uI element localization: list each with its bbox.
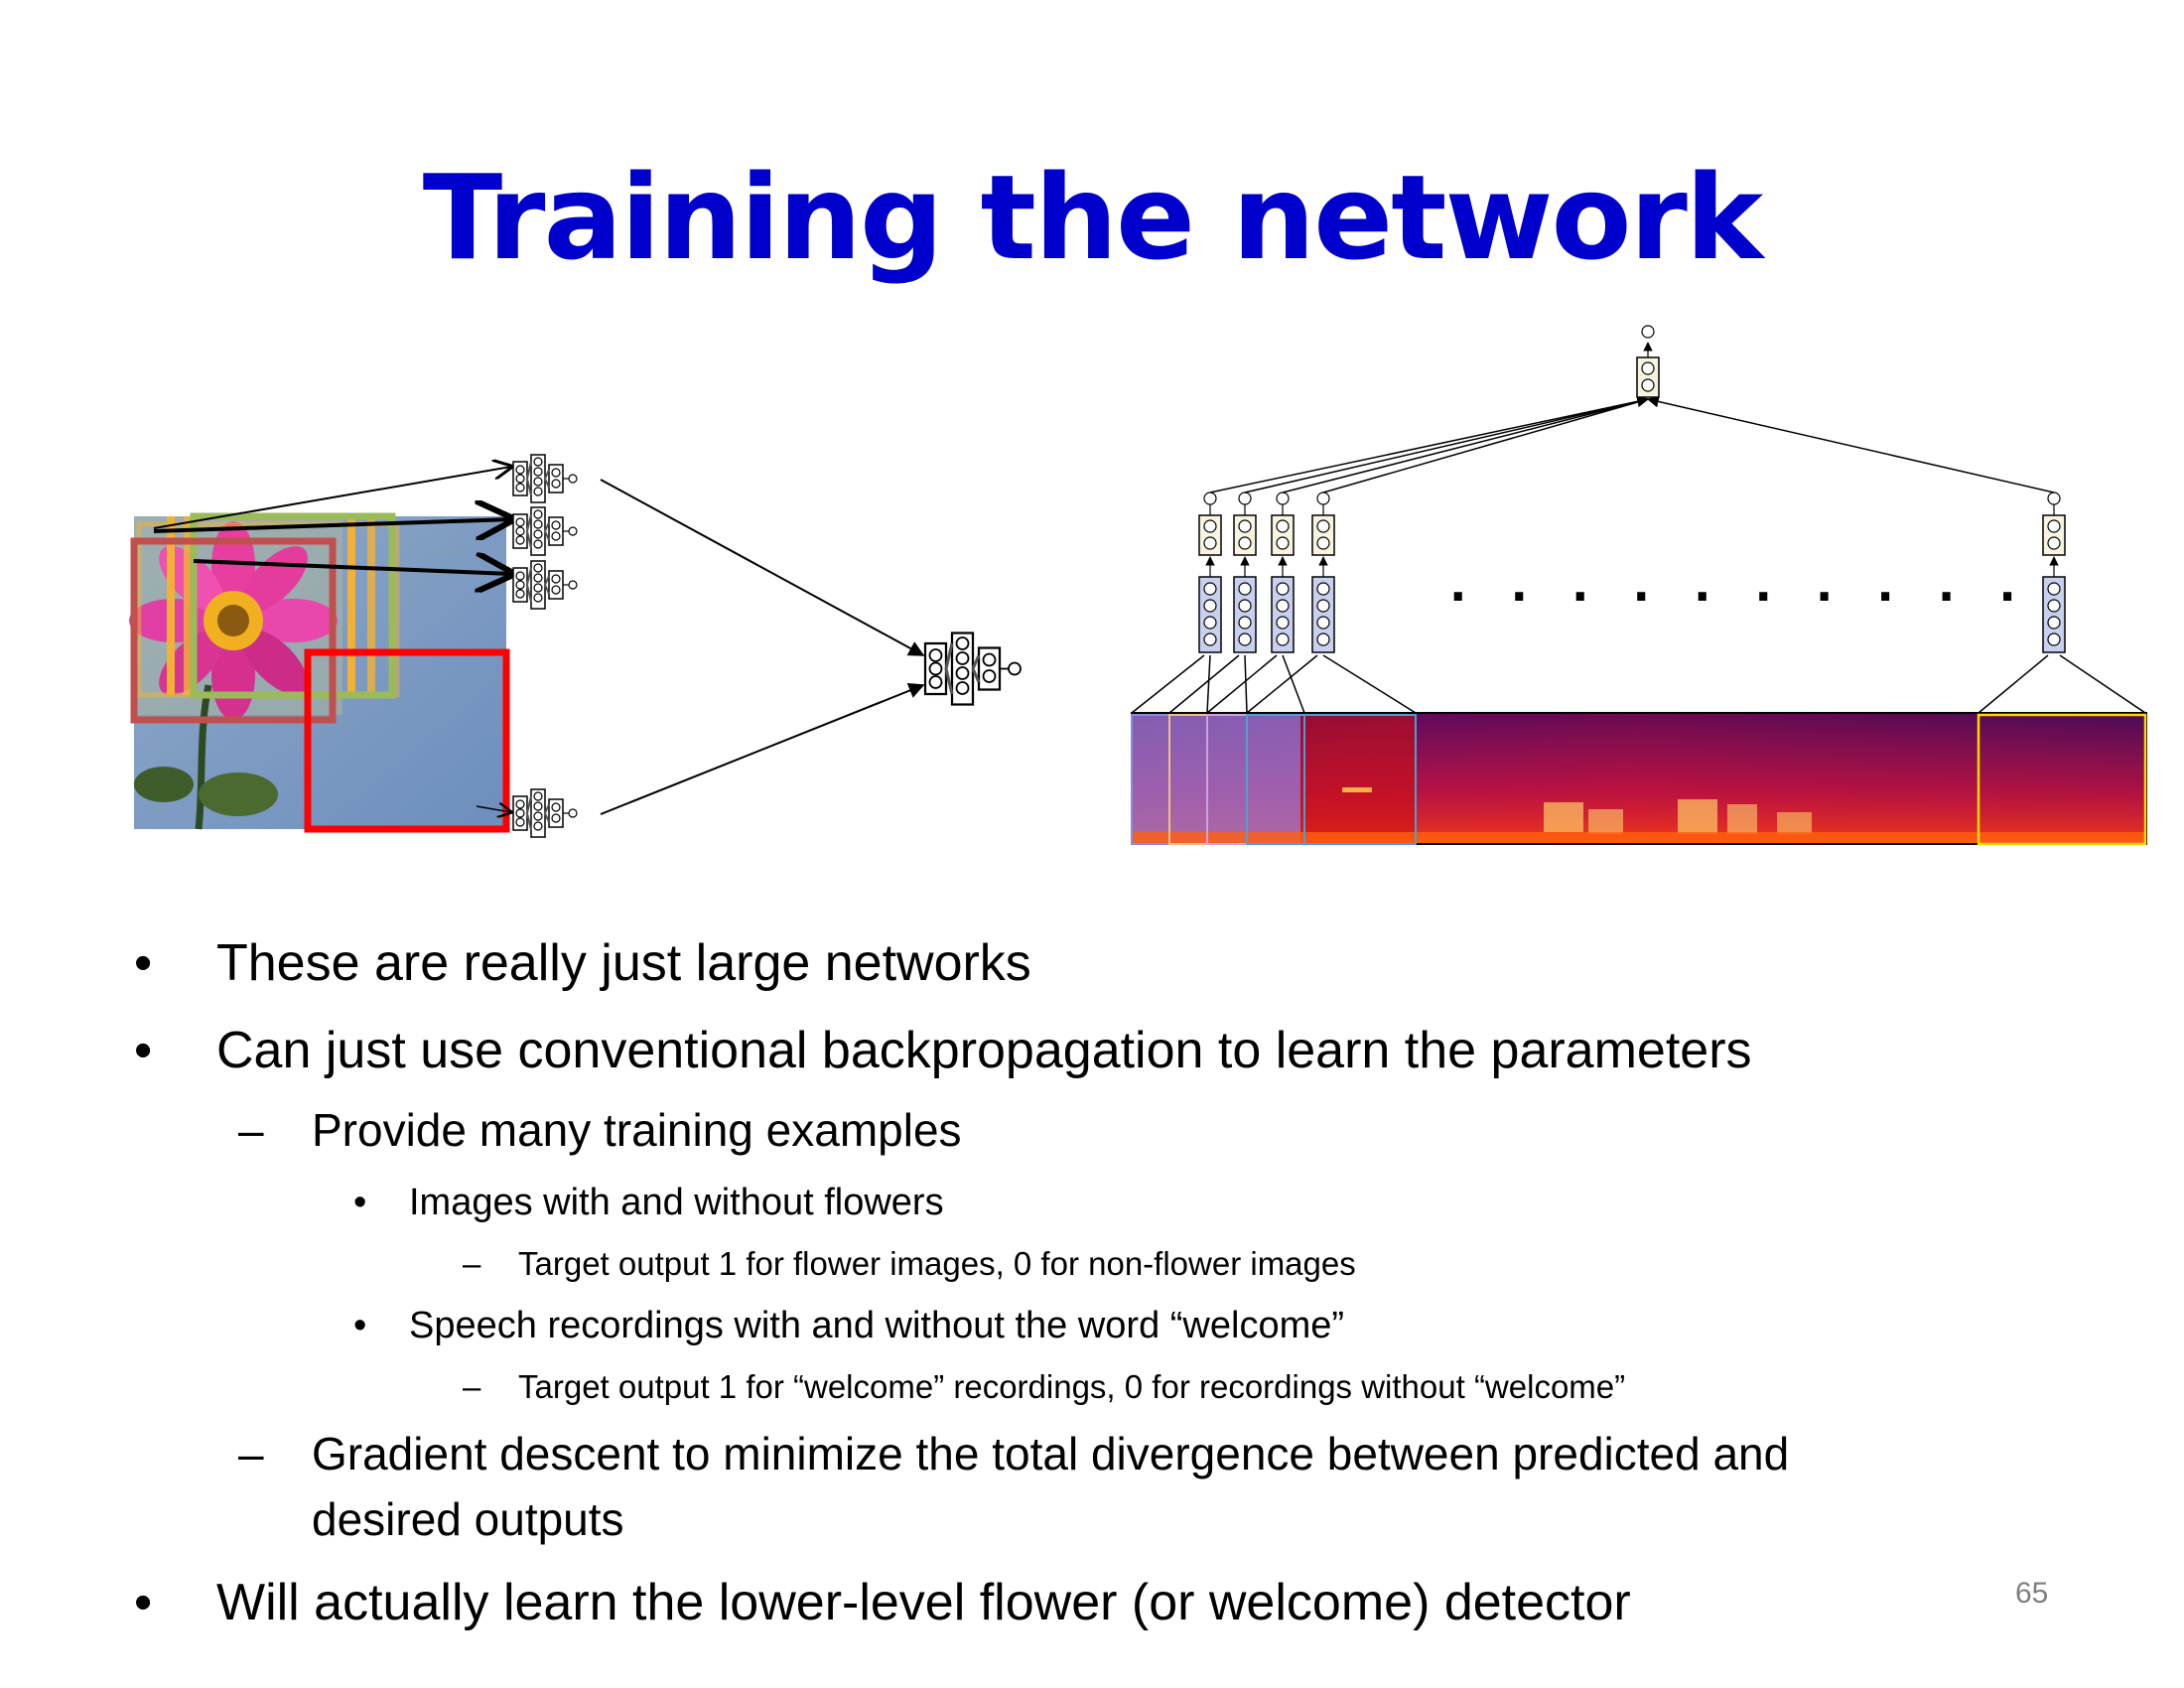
spectrogram-windows (1131, 713, 2147, 846)
small-network-2 (512, 506, 578, 556)
small-network-3 (512, 560, 578, 610)
top-connections (1209, 395, 2055, 493)
slide-title: Training the network (422, 149, 1764, 286)
column-network-1 (1199, 492, 1221, 652)
combining-network (923, 632, 1023, 706)
column-network-4 (1312, 492, 1334, 652)
bullet-text: Target output 1 for “welcome” recordings… (518, 1368, 1626, 1405)
bullet-marker: • (134, 1574, 153, 1631)
spectrogram-image (1131, 712, 2147, 845)
spectrogram-connections (1131, 654, 2146, 714)
bullet-marker: • (353, 1182, 367, 1223)
column-network-2 (1234, 492, 1256, 652)
bullet-text: Images with and without flowers (409, 1182, 944, 1223)
bullet-text: These are really just large networks (216, 934, 1031, 992)
left-arrows (153, 467, 511, 812)
bullet-text: desired outputs (312, 1493, 624, 1545)
bullet-marker: – (238, 1428, 264, 1479)
bullet-text: Gradient descent to minimize the total d… (312, 1428, 1790, 1479)
scan-windows (130, 512, 510, 833)
bullet-text: Provide many training examples (312, 1104, 962, 1156)
bullet-marker: • (134, 1022, 153, 1079)
small-network-4 (512, 788, 578, 838)
bullet-text: Target output 1 for flower images, 0 for… (518, 1245, 1356, 1282)
bullet-marker: – (238, 1104, 264, 1156)
top-output-network (1636, 325, 1660, 398)
bullet-text: Will actually learn the lower-level flow… (216, 1574, 1631, 1631)
bullet-marker: • (134, 934, 153, 992)
column-network-last (2043, 492, 2065, 652)
bullet-marker: • (353, 1305, 367, 1346)
converge-arrows (600, 479, 925, 815)
page-number: 65 (2015, 1577, 2049, 1610)
bullet-text: Can just use conventional backpropagatio… (216, 1022, 1752, 1079)
bullet-marker: – (463, 1245, 481, 1282)
column-network-3 (1272, 492, 1294, 652)
bullet-marker: – (463, 1368, 481, 1405)
columns-ellipsis: . . . . . . . . . . (1449, 558, 2030, 612)
bullet-text: Speech recordings with and without the w… (409, 1305, 1345, 1346)
small-network-1 (512, 454, 578, 503)
